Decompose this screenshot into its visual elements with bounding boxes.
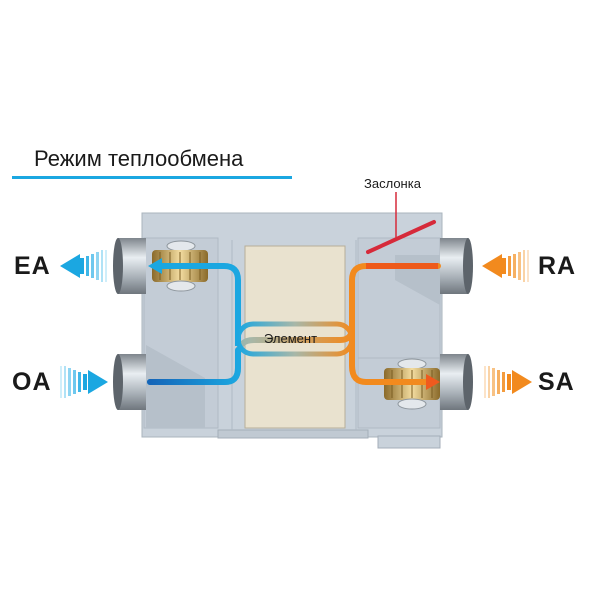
duct-oa	[113, 354, 146, 410]
ea-airflow-arrow-icon	[60, 250, 107, 282]
title-underline	[12, 176, 292, 179]
element-label: Элемент	[264, 331, 318, 346]
duct-ea	[113, 238, 146, 294]
damper-icon	[366, 220, 436, 254]
port-label-ea: EA	[14, 252, 51, 280]
ea-flow-arrowhead	[148, 258, 162, 274]
port-label-ra: RA	[538, 252, 577, 280]
duct-sa	[440, 354, 473, 410]
element-badge	[235, 321, 355, 357]
duct-ra	[440, 238, 473, 294]
housing-base	[217, 429, 369, 439]
oa-airflow-arrow-icon	[60, 366, 108, 398]
exhaust-airflow-path	[160, 263, 241, 346]
port-label-oa: OA	[12, 368, 52, 396]
page-title: Режим теплообмена	[34, 146, 244, 171]
damper-label: Заслонка	[364, 176, 421, 191]
sa-flow-arrowhead	[426, 374, 440, 390]
ra-airflow-arrow-icon	[482, 250, 529, 282]
sa-airflow-arrow-icon	[484, 366, 532, 398]
port-label-sa: SA	[538, 368, 575, 396]
housing-foot	[377, 435, 441, 449]
